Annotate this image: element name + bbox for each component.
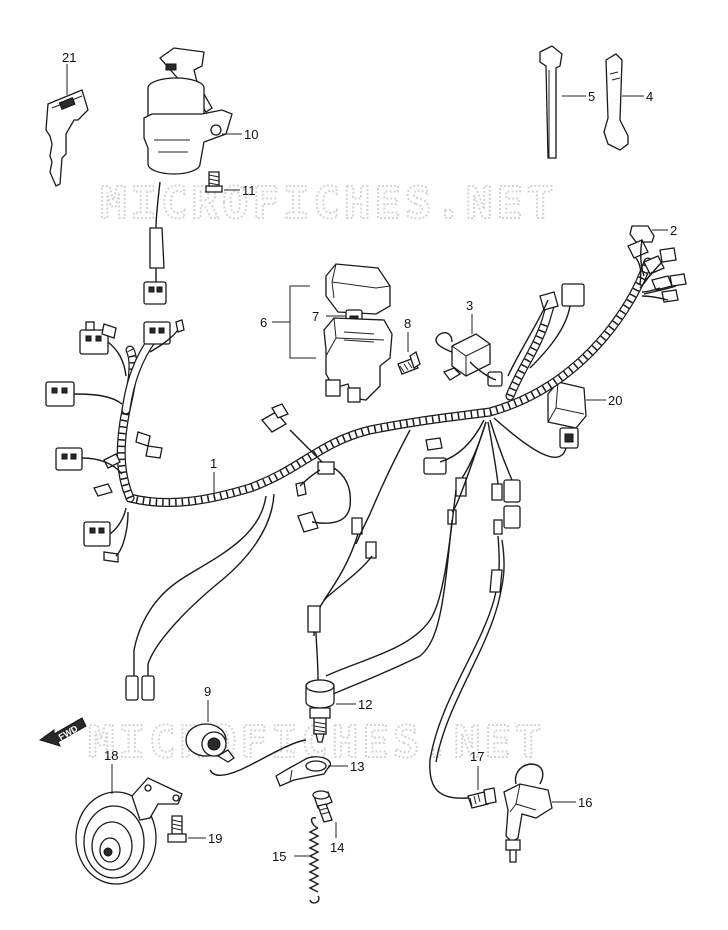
callout-11: 11 [242, 183, 256, 198]
wire-to-16b [435, 539, 505, 763]
part-20-relay[interactable] [547, 381, 587, 449]
callout-19: 19 [208, 831, 222, 846]
lower-left-branch [133, 495, 267, 651]
callout-2: 2 [670, 223, 677, 238]
callout-7: 7 [312, 309, 319, 324]
part-9-grommet[interactable] [185, 723, 235, 763]
wire-to-9 [209, 739, 307, 776]
callout-8: 8 [404, 316, 411, 331]
lower-left-branch-2 [147, 493, 275, 665]
callout-17: 17 [470, 749, 484, 764]
part-16-side-stand-switch[interactable] [503, 763, 553, 863]
part-10-ignition-switch[interactable] [143, 47, 233, 175]
callout-15: 15 [272, 849, 286, 864]
callout-1: 1 [210, 456, 217, 471]
callout-5: 5 [588, 89, 595, 104]
callout-20: 20 [608, 393, 622, 408]
watermark-top: MICROFICHES.NET [100, 178, 557, 229]
part-3-relay[interactable] [435, 332, 491, 381]
callout-14: 14 [330, 840, 344, 855]
part-2-connector[interactable] [629, 225, 655, 243]
callout-6: 6 [260, 315, 267, 330]
switch-wire [155, 181, 161, 229]
part-17-screw[interactable] [467, 787, 497, 809]
callout-10: 10 [244, 127, 258, 142]
part-13-bracket[interactable] [275, 756, 332, 787]
callout-9: 9 [204, 684, 211, 699]
center-connectors[interactable] [261, 283, 585, 559]
part-12-switch[interactable] [305, 631, 335, 743]
top-right-connectors[interactable] [627, 239, 687, 303]
wire-to-12b [319, 519, 453, 701]
callout-18: 18 [104, 748, 118, 763]
part-6-fuse-box-cover[interactable] [325, 263, 391, 315]
part-11-bolt[interactable] [205, 171, 223, 193]
callout-21: 21 [62, 50, 76, 65]
left-connectors[interactable] [45, 319, 185, 563]
lower-left-connectors[interactable] [125, 675, 155, 701]
part-19-bolt[interactable] [167, 815, 187, 843]
callout-4: 4 [646, 89, 653, 104]
switch-connector[interactable] [143, 281, 167, 305]
wire-to-12 [325, 489, 457, 677]
callout-13: 13 [350, 759, 364, 774]
part-14-screw[interactable] [312, 790, 333, 823]
fuse-box-body[interactable] [323, 317, 393, 403]
part-18-horn[interactable] [75, 777, 183, 885]
callout-3: 3 [466, 298, 473, 313]
fwd-arrow: FWD [38, 717, 87, 747]
part-21-key[interactable] [45, 89, 89, 187]
part-15-spring[interactable] [308, 817, 320, 904]
callout-16: 16 [578, 795, 592, 810]
part-4-cable-tie[interactable] [603, 53, 629, 151]
part-5-cable-tie[interactable] [539, 45, 563, 159]
callout-12: 12 [358, 697, 372, 712]
part-8-screw[interactable] [397, 350, 421, 375]
